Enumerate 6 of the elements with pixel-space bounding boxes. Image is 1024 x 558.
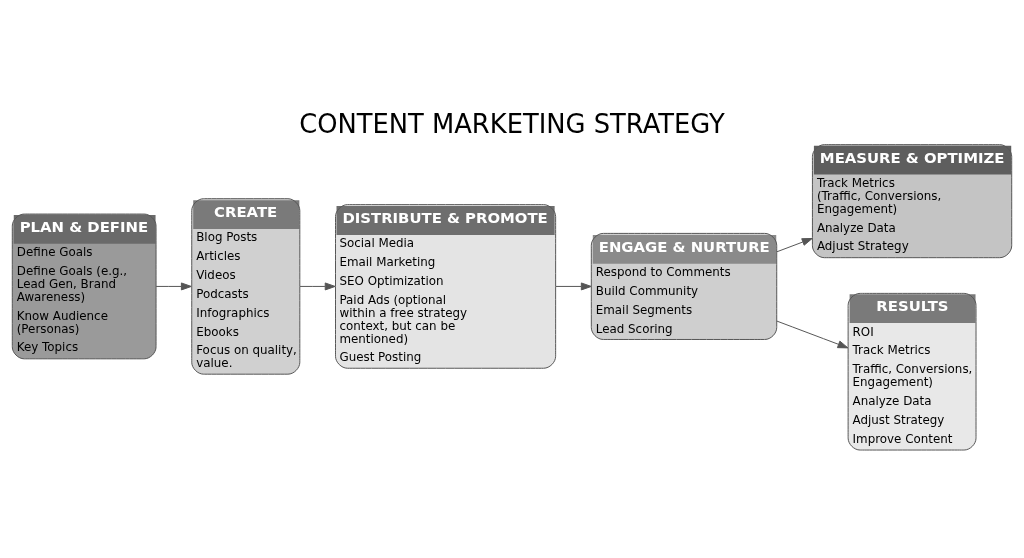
arrow [299, 282, 336, 291]
arrow [155, 282, 192, 291]
arrow [776, 320, 849, 349]
arrow [776, 237, 813, 253]
diagram-title: CONTENT MARKETING STRATEGY [299, 108, 725, 139]
arrow [555, 282, 592, 291]
